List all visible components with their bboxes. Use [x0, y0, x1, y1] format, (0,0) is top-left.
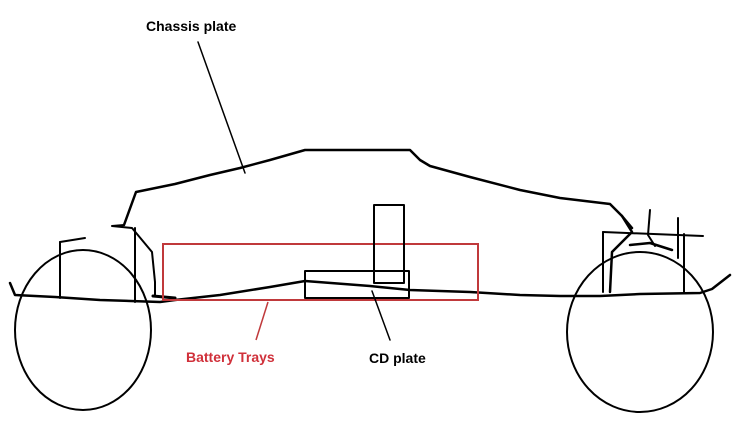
cd-plate: [304, 204, 410, 299]
underside-floor-line: [8, 273, 732, 304]
battery-trays-box: [162, 243, 479, 301]
cd-plate-label: CD plate: [369, 350, 426, 366]
front-fender: [59, 237, 86, 243]
body-roof-line: [122, 148, 634, 230]
chassis-plate-leader-line: [197, 41, 246, 174]
rear-body-connector: [608, 214, 634, 294]
front-wheel: [14, 249, 152, 411]
rear-shock-left: [647, 209, 656, 247]
cd-plate-base: [304, 270, 410, 299]
car-body-outline: [8, 148, 732, 304]
rear-fender-top: [602, 231, 704, 237]
chassis-plate-label: Chassis plate: [146, 18, 236, 34]
battery-trays-label: Battery Trays: [186, 349, 275, 365]
rear-arch-line: [628, 241, 674, 252]
battery-trays-leader-line: [255, 301, 269, 341]
cd-plate-leader-line: [371, 290, 391, 341]
rear-fender-structure: [602, 209, 704, 294]
rear-wheel: [566, 251, 714, 413]
cd-plate-upright: [373, 204, 405, 284]
front-nose-line: [111, 224, 156, 297]
